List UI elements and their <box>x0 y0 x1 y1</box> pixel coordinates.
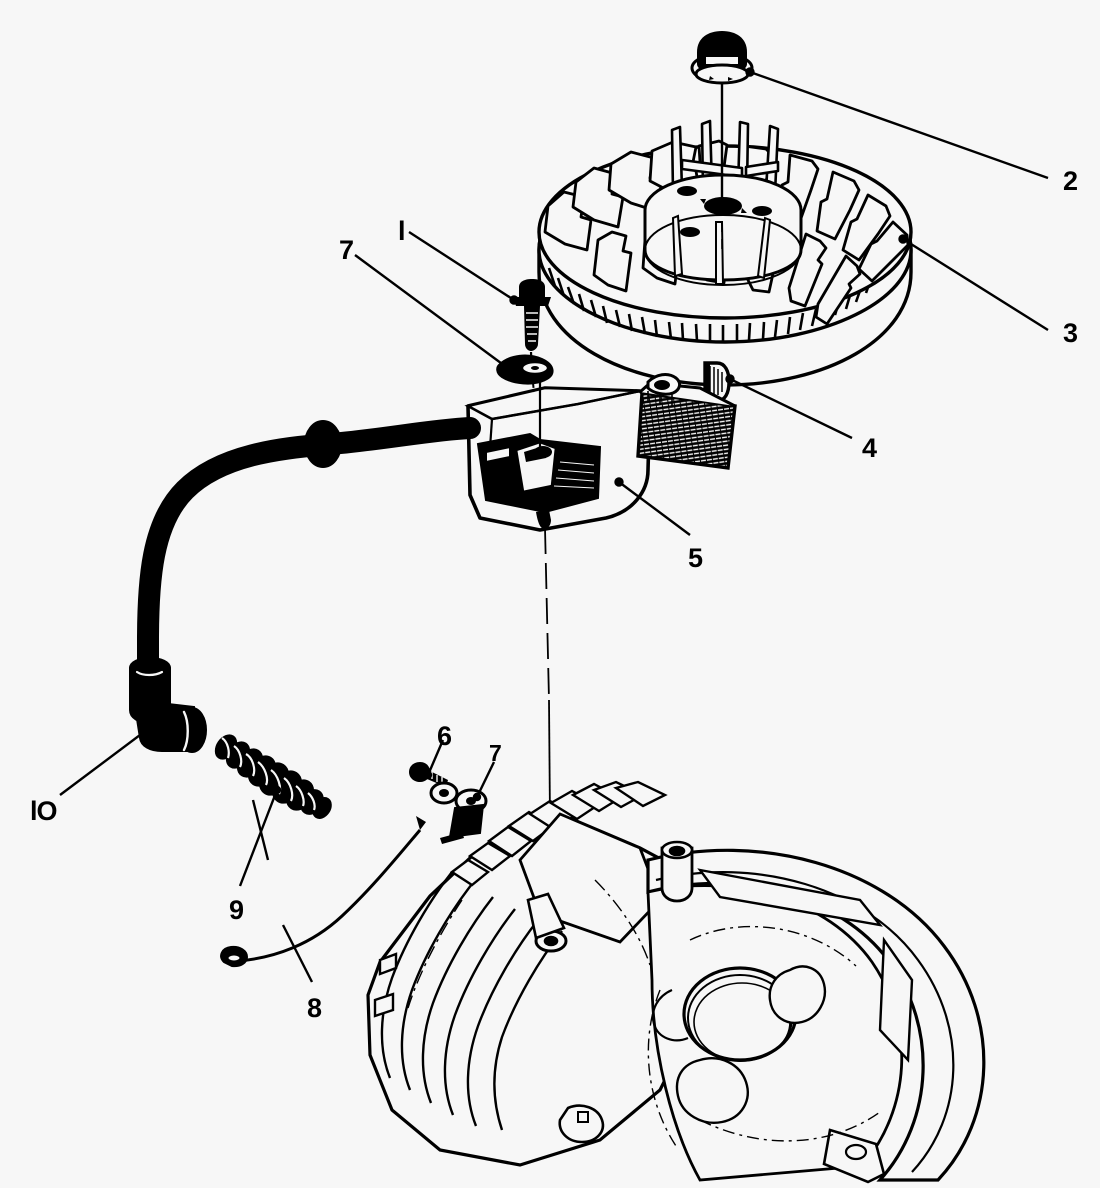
engine-block <box>366 780 722 1167</box>
leader-lines <box>59 67 1049 983</box>
callout-5: 5 <box>688 543 703 573</box>
ignition-coil <box>464 373 737 941</box>
callout-4: 4 <box>862 433 877 463</box>
callout-1: l <box>398 216 405 246</box>
callout-3: 3 <box>1063 318 1078 348</box>
spark-plug <box>214 734 332 861</box>
callout-8: 8 <box>307 993 322 1023</box>
washer-clamp-upper <box>496 354 554 393</box>
callout-7-upper: 7 <box>339 235 354 265</box>
callout-7-lower: 7 <box>489 740 502 766</box>
crankcase-housing <box>558 840 986 1184</box>
flange-nut <box>690 31 754 250</box>
ground-wire <box>220 816 426 968</box>
callout-9: 9 <box>229 895 244 925</box>
spark-plug-lead <box>129 417 481 753</box>
callout-2: 2 <box>1063 166 1078 196</box>
callout-10: lO <box>30 796 57 826</box>
callout-6: 6 <box>437 721 452 751</box>
